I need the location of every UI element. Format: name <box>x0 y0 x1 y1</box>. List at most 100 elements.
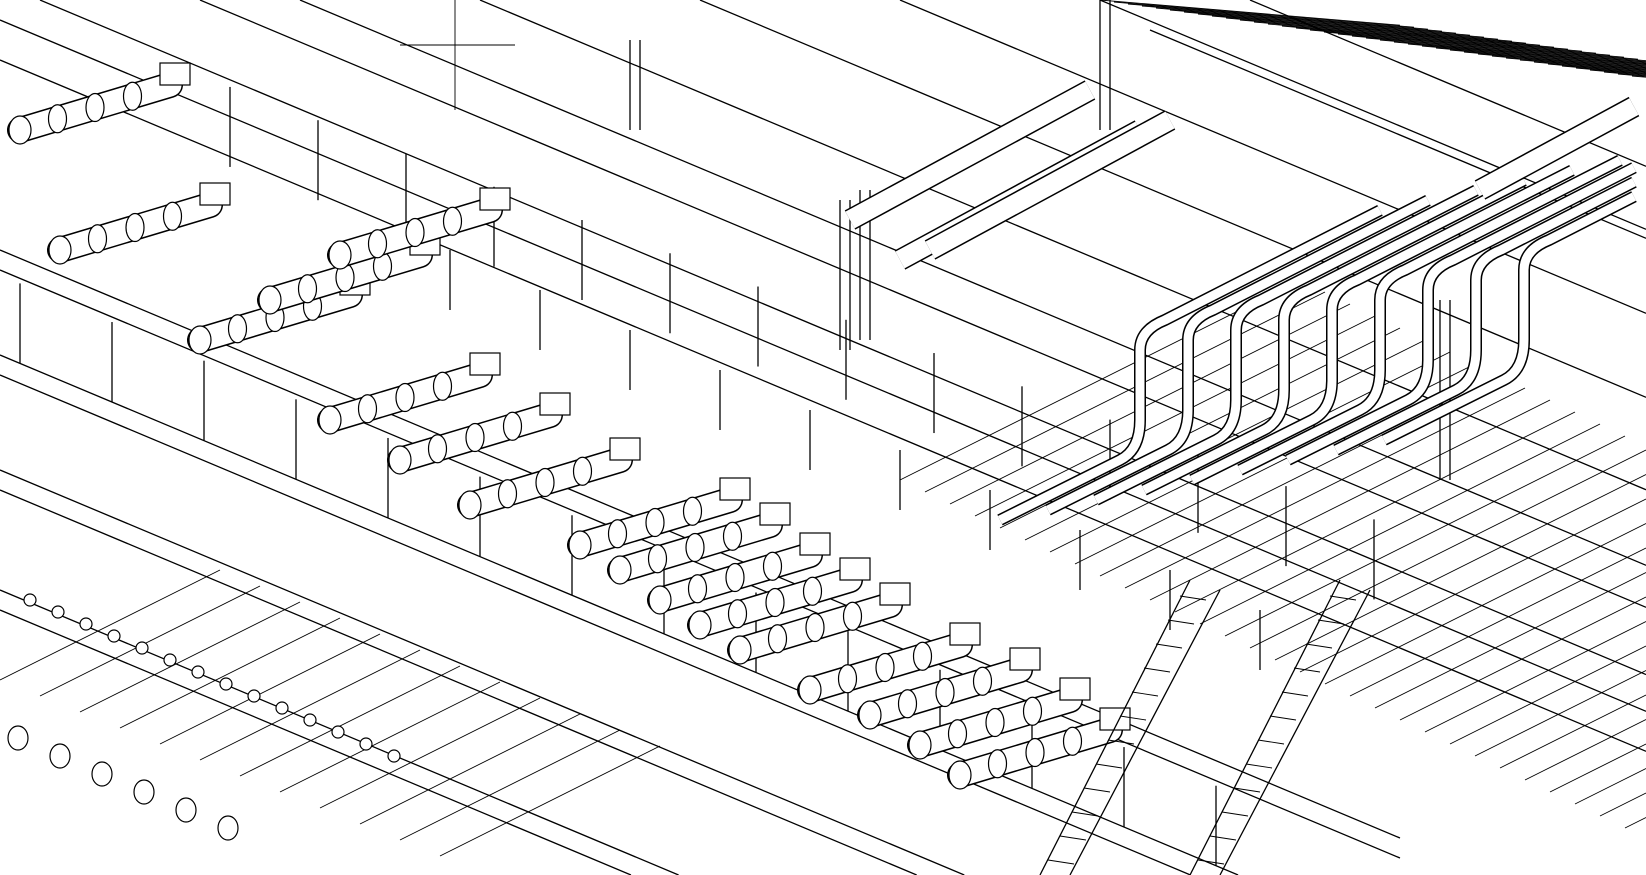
floor-joist <box>1249 449 1646 649</box>
pipe-inner <box>1333 178 1637 455</box>
actuator <box>159 62 191 86</box>
instrument <box>275 701 289 715</box>
walkway-edge <box>0 354 1239 875</box>
floor-joist <box>1499 694 1646 769</box>
stair-tread <box>1083 787 1111 793</box>
stair-stringer <box>1039 579 1191 875</box>
floor-joist <box>1524 719 1646 781</box>
stair-stringer <box>1219 589 1371 875</box>
stair-tread <box>1233 787 1261 793</box>
pipe-inner <box>1093 186 1479 505</box>
valve-body <box>805 612 825 643</box>
valve-body <box>432 371 453 401</box>
grating-bar <box>1617 73 1646 77</box>
floor-joist <box>119 617 341 729</box>
flange <box>388 445 412 475</box>
instrument <box>331 725 345 739</box>
grating-bar <box>1421 45 1646 66</box>
instrument <box>247 689 261 703</box>
valve-body <box>1025 737 1045 768</box>
pipe-inner <box>1237 156 1623 475</box>
valve-body <box>935 677 955 708</box>
walkway-edge <box>0 269 1401 859</box>
floor-joist <box>79 601 301 713</box>
grating-bar <box>1281 25 1583 52</box>
valve-body <box>647 544 668 574</box>
valve-body <box>125 212 145 243</box>
floor-joist <box>279 681 501 793</box>
floor-joist <box>1324 523 1646 685</box>
floor-joist <box>1274 474 1646 661</box>
valve-body <box>122 81 143 111</box>
grating-bar <box>1169 9 1471 36</box>
walkway-edge <box>0 489 917 875</box>
flange <box>8 115 32 145</box>
grating-bar <box>1393 41 1646 64</box>
floor-joist <box>1199 423 1601 625</box>
instrument <box>219 677 233 691</box>
valve-body <box>357 394 378 424</box>
floor-joist <box>399 729 621 841</box>
pipe-rack <box>844 80 1640 526</box>
flange <box>458 490 482 520</box>
actuator <box>799 532 831 556</box>
flange <box>688 610 712 640</box>
floor-joist <box>359 713 581 825</box>
flange <box>648 585 672 615</box>
valve-body <box>802 576 823 606</box>
actuator <box>479 187 511 211</box>
stair-tread <box>1143 667 1171 673</box>
pipe-end <box>133 779 155 805</box>
main-beam <box>299 0 1646 566</box>
stair-tread <box>1107 739 1135 745</box>
valve-body <box>395 382 415 413</box>
valve-body <box>405 217 425 248</box>
walkway-edge <box>0 374 1191 875</box>
floor-joist <box>239 665 461 777</box>
actuator <box>949 622 981 646</box>
grating-bar <box>1631 75 1646 78</box>
valve-body <box>727 599 748 629</box>
grating-bar <box>1309 29 1611 56</box>
pipe-inner <box>1475 98 1639 199</box>
walkway-edge <box>0 609 632 875</box>
stair-tread <box>1197 859 1225 865</box>
valve-body <box>162 201 183 231</box>
actuator <box>759 502 791 526</box>
flange <box>908 730 932 760</box>
valve-body <box>725 562 745 593</box>
valve-body <box>607 519 628 549</box>
flange <box>798 675 822 705</box>
valve-body <box>645 507 665 538</box>
floor-joist <box>1599 792 1646 817</box>
valve-body <box>947 719 968 749</box>
grating-floor <box>0 0 1646 857</box>
pipe-end <box>91 761 113 787</box>
flange <box>258 285 282 315</box>
valve-body <box>685 532 705 563</box>
valve-body <box>897 689 918 719</box>
floor-joist <box>1174 411 1576 613</box>
floor-joist <box>1574 768 1646 805</box>
instrument <box>359 737 373 751</box>
grating-bar <box>1155 7 1457 34</box>
instrument <box>303 713 317 727</box>
valve-body <box>47 104 68 134</box>
grating-bar <box>1197 13 1499 40</box>
floor-joist <box>1374 572 1646 709</box>
valve-body <box>572 456 593 486</box>
walkway-edge <box>0 469 965 875</box>
instrument <box>51 605 65 619</box>
floor-joist <box>1149 399 1551 601</box>
stairway <box>1039 579 1371 875</box>
flange <box>328 240 352 270</box>
stair-tread <box>1209 835 1237 841</box>
valve-body <box>985 707 1005 738</box>
instrument <box>191 665 205 679</box>
stair-tread <box>1269 715 1297 721</box>
floor-joist <box>1624 817 1646 829</box>
actuator <box>609 437 641 461</box>
flange <box>48 235 72 265</box>
actuator <box>1009 647 1041 671</box>
valve-body <box>1062 726 1083 756</box>
